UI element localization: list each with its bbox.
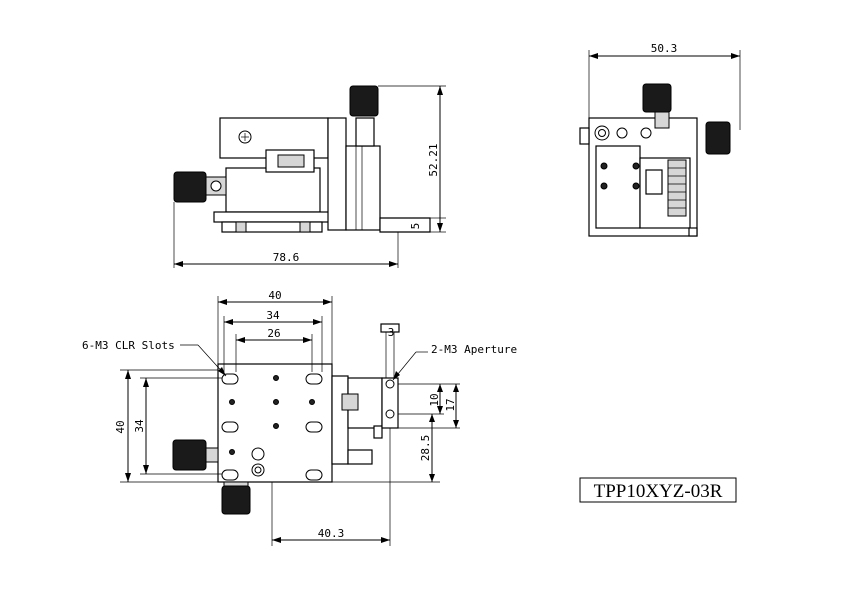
dim-bottom-offset: 40.3 (318, 527, 345, 540)
base-foot (221, 221, 323, 233)
model-number: TPP10XYZ-03R (594, 481, 723, 502)
vertical-column (327, 117, 347, 231)
z-screw-housing (355, 117, 375, 147)
aperture-hole-2 (385, 409, 395, 419)
left-knob-icon (173, 171, 207, 203)
dim-left-outer: 40 (114, 420, 127, 433)
knurled-strip (667, 159, 687, 217)
front-slot (645, 169, 663, 195)
side-view: 52.21 5 78.6 (173, 85, 446, 268)
top-knob-icon (349, 85, 379, 117)
dim-side-width: 78.6 (273, 251, 300, 264)
dim-aperture-17: 17 (444, 398, 457, 411)
dim-side-height: 52.21 (427, 143, 440, 176)
front-knob-shaft (654, 109, 670, 129)
dim-top-outer: 40 (268, 289, 281, 302)
base-plate (213, 211, 331, 223)
top-bottom-knob-icon (221, 485, 251, 515)
dim-top-mid: 34 (266, 309, 280, 322)
dim-top-inner: 26 (267, 327, 280, 340)
label-slots: 6-M3 CLR Slots (82, 339, 175, 352)
dim-left-inner: 34 (133, 419, 146, 433)
z-stage-plate (345, 145, 381, 231)
dim-aperture-offset: 28.5 (419, 435, 432, 462)
front-top-knob-icon (642, 83, 672, 113)
slot-5 (221, 469, 239, 481)
top-left-knob-icon (172, 439, 207, 471)
lower-carriage (225, 167, 321, 213)
top-z-column (331, 375, 349, 465)
front-side-knob-icon (705, 121, 731, 155)
label-aperture: 2-M3 Aperture (431, 343, 517, 356)
dim-side-base: 5 (409, 223, 422, 230)
slot-6 (305, 469, 323, 481)
slot-2 (305, 373, 323, 385)
model-frame (579, 477, 737, 503)
slot-4 (305, 421, 323, 433)
slot-3 (221, 421, 239, 433)
bracket-foot (379, 217, 431, 233)
top-view: 40 34 26 40 34 6-M3 CLR Slots 3 (82, 289, 517, 546)
slot-1 (221, 373, 239, 385)
dim-aperture-10: 10 (428, 393, 441, 406)
front-view: 50.3 (579, 42, 741, 237)
dim-front-width: 50.3 (651, 42, 678, 55)
model-label-box: TPP10XYZ-03R (579, 477, 737, 503)
aperture-hole-1 (385, 379, 395, 389)
dim-aperture-width: 3 (388, 326, 395, 339)
top-screw-icon (251, 447, 265, 461)
clamp-insert (277, 154, 305, 168)
